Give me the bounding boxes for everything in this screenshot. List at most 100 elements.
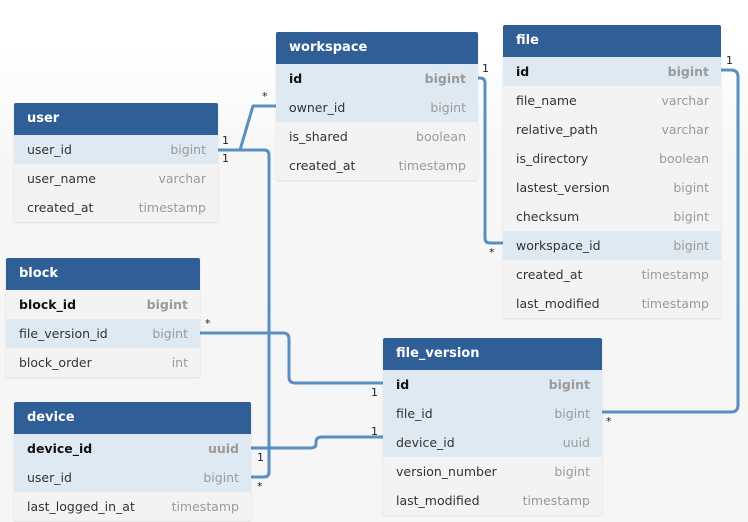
- field-row: id bigint: [383, 370, 602, 399]
- field-row: user_id bigint: [14, 463, 251, 492]
- field-type: bigint: [146, 297, 188, 312]
- field-name: file_id: [396, 406, 433, 421]
- field-name: version_number: [396, 464, 497, 479]
- field-type: uuid: [207, 441, 239, 456]
- card-user-workspace-to: *: [262, 90, 268, 103]
- table-title: user: [14, 103, 218, 135]
- link-block-fileversion: [200, 331, 383, 385]
- field-name: block_id: [19, 297, 77, 312]
- field-type: timestamp: [171, 499, 239, 514]
- field-type: bigint: [152, 326, 188, 341]
- field-type: bigint: [673, 238, 709, 253]
- field-type: timestamp: [641, 267, 709, 282]
- field-type: bigint: [673, 180, 709, 195]
- field-type: boolean: [659, 151, 709, 166]
- field-row: last_logged_in_at timestamp: [14, 492, 251, 521]
- field-type: varchar: [158, 171, 206, 186]
- card-workspace-file-to: *: [489, 246, 495, 259]
- field-row: is_directory boolean: [503, 144, 721, 173]
- link-user-device: [218, 148, 271, 479]
- field-type: bigint: [548, 377, 590, 392]
- field-name: last_modified: [396, 493, 480, 508]
- field-type: bigint: [554, 464, 590, 479]
- field-type: bigint: [424, 71, 466, 86]
- field-name: is_shared: [289, 129, 348, 144]
- table-title: device: [14, 402, 251, 434]
- field-type: bigint: [203, 470, 239, 485]
- field-name: device_id: [396, 435, 455, 450]
- field-name: relative_path: [516, 122, 598, 137]
- field-name: id: [289, 71, 303, 86]
- link-file-fileversion: [602, 68, 740, 414]
- field-type: bigint: [430, 100, 466, 115]
- field-type: bigint: [673, 209, 709, 224]
- card-device-fileversion-to: 1: [371, 425, 378, 438]
- card-user-device-from: 1: [222, 152, 229, 165]
- table-workspace[interactable]: workspace id bigint owner_id bigint is_s…: [276, 32, 478, 180]
- card-user-device-to: *: [257, 480, 263, 493]
- field-row: relative_path varchar: [503, 115, 721, 144]
- table-device[interactable]: device device_id uuid user_id bigint las…: [14, 402, 251, 521]
- table-title: workspace: [276, 32, 478, 64]
- table-user[interactable]: user user_id bigint user_name varchar cr…: [14, 103, 218, 222]
- field-row: last_modified timestamp: [503, 289, 721, 318]
- field-type: bigint: [170, 142, 206, 157]
- field-row: version_number bigint: [383, 457, 602, 486]
- card-block-fileversion-to: *: [205, 317, 211, 330]
- field-row: last_modified timestamp: [383, 486, 602, 515]
- field-name: file_name: [516, 93, 577, 108]
- field-name: id: [516, 64, 530, 79]
- field-name: created_at: [516, 267, 583, 282]
- field-name: last_logged_in_at: [27, 499, 135, 514]
- field-name: user_id: [27, 470, 72, 485]
- field-type: timestamp: [398, 158, 466, 173]
- card-file-fileversion-from: 1: [726, 54, 733, 67]
- field-type: uuid: [562, 435, 590, 450]
- field-row: device_id uuid: [14, 434, 251, 463]
- field-row: created_at timestamp: [14, 193, 218, 222]
- field-name: file_version_id: [19, 326, 108, 341]
- field-type: timestamp: [522, 493, 590, 508]
- table-title: file_version: [383, 338, 602, 370]
- field-row: file_name varchar: [503, 86, 721, 115]
- field-type: bigint: [554, 406, 590, 421]
- table-file-version[interactable]: file_version id bigint file_id bigint de…: [383, 338, 602, 515]
- table-file[interactable]: file id bigint file_name varchar relativ…: [503, 25, 721, 318]
- link-workspace-file: [478, 76, 503, 245]
- field-row: block_order int: [6, 348, 200, 377]
- field-row: checksum bigint: [503, 202, 721, 231]
- field-name: workspace_id: [516, 238, 601, 253]
- field-row: file_id bigint: [383, 399, 602, 428]
- field-row: user_id bigint: [14, 135, 218, 164]
- field-row: created_at timestamp: [276, 151, 478, 180]
- field-name: device_id: [27, 441, 93, 456]
- card-file-fileversion-to: *: [606, 415, 612, 428]
- field-name: user_id: [27, 142, 72, 157]
- field-row: user_name varchar: [14, 164, 218, 193]
- field-row: is_shared boolean: [276, 122, 478, 151]
- field-row: id bigint: [503, 57, 721, 86]
- field-row: lastest_version bigint: [503, 173, 721, 202]
- field-row: id bigint: [276, 64, 478, 93]
- link-device-fileversion: [251, 435, 383, 450]
- field-type: int: [171, 355, 188, 370]
- field-name: checksum: [516, 209, 580, 224]
- field-type: timestamp: [138, 200, 206, 215]
- field-row: workspace_id bigint: [503, 231, 721, 260]
- field-name: owner_id: [289, 100, 346, 115]
- field-type: bigint: [667, 64, 709, 79]
- field-row: owner_id bigint: [276, 93, 478, 122]
- field-row: created_at timestamp: [503, 260, 721, 289]
- field-type: timestamp: [641, 296, 709, 311]
- field-type: boolean: [416, 129, 466, 144]
- card-block-fileversion-from: 1: [371, 386, 378, 399]
- table-block[interactable]: block block_id bigint file_version_id bi…: [6, 258, 200, 377]
- card-device-fileversion-from: 1: [257, 451, 264, 464]
- field-name: is_directory: [516, 151, 589, 166]
- field-row: device_id uuid: [383, 428, 602, 457]
- card-user-workspace-from: 1: [222, 134, 229, 147]
- field-name: created_at: [289, 158, 356, 173]
- field-type: varchar: [661, 93, 709, 108]
- field-row: file_version_id bigint: [6, 319, 200, 348]
